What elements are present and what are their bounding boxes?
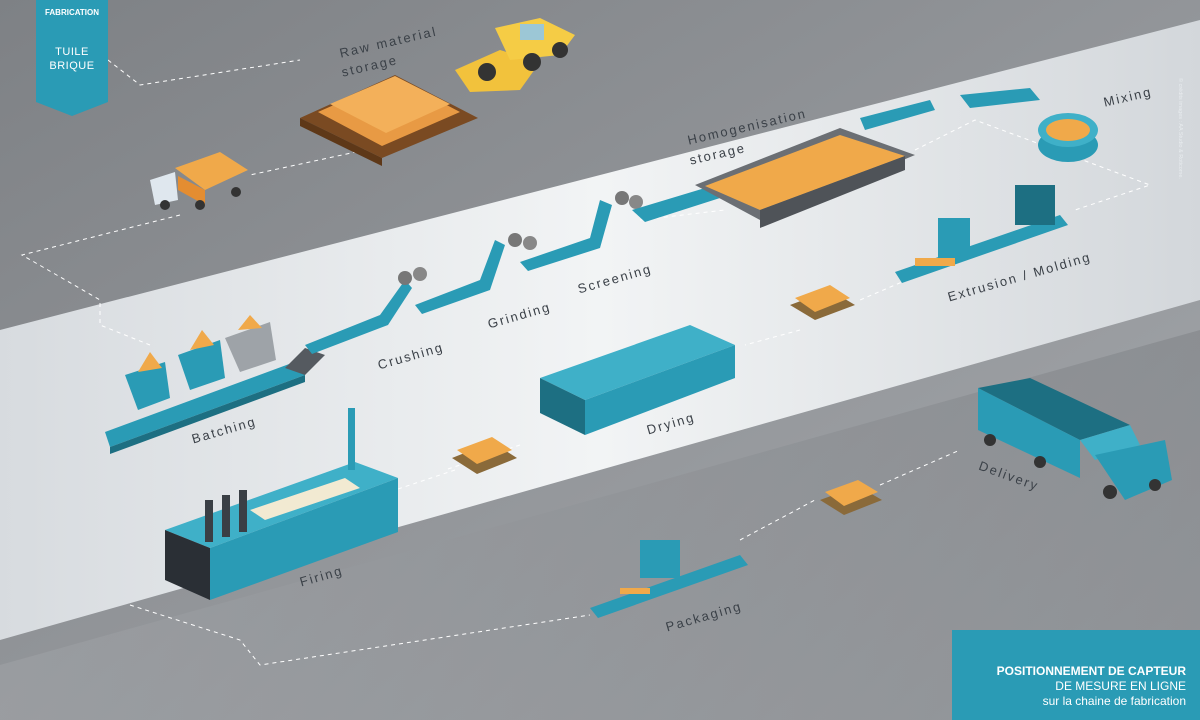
- dump-truck: [150, 152, 248, 210]
- grinding-conveyor: [415, 233, 537, 314]
- title-line-1: TUILE: [55, 46, 89, 58]
- packaging-station: [590, 540, 748, 618]
- flow-ribbon-to-storage: [107, 59, 301, 86]
- crushing-conveyor: [305, 267, 427, 354]
- batching-unit: [105, 315, 325, 454]
- raw-material-pile: [300, 75, 478, 166]
- flow-screening-to-homog: [639, 209, 726, 221]
- flow-firing-to-packaging: [129, 604, 591, 666]
- pallet-1: [790, 285, 855, 320]
- extrusion-press: [895, 185, 1068, 283]
- image-credits: © crédits images : AA Studio & Roticome.: [1177, 78, 1183, 179]
- wheel-loader: [455, 18, 575, 92]
- flow-pallet-to-drying: [744, 329, 801, 346]
- category-ribbon: FABRICATION TUILE BRIQUE: [36, 0, 108, 116]
- title-line-2: BRIQUE: [49, 60, 95, 72]
- firing-kiln: [165, 408, 398, 600]
- caption-panel: POSITIONNEMENT DE CAPTEUR DE MESURE EN L…: [952, 630, 1200, 720]
- caption-line-1: POSITIONNEMENT DE CAPTEUR: [996, 664, 1186, 678]
- flow-pallet-to-delivery: [879, 449, 961, 486]
- pallet-2: [452, 437, 517, 474]
- homogenisation-storage: [632, 100, 935, 228]
- flow-pallet-to-firing: [394, 469, 456, 491]
- caption-line-2: DE MESURE EN LIGNE: [1055, 679, 1186, 693]
- screening-conveyor: [520, 191, 643, 271]
- pallet-3: [820, 480, 882, 515]
- flow-storage-to-truck: [249, 149, 366, 176]
- flow-packaging-to-pallet: [739, 499, 816, 541]
- category-label: FABRICATION: [44, 8, 100, 17]
- lower-road: [0, 330, 1200, 720]
- flow-drying-to-pallet: [444, 444, 521, 471]
- caption-line-3: sur la chaine de fabrication: [1042, 694, 1186, 708]
- drying-tunnel: [540, 325, 735, 435]
- mixer: [960, 88, 1098, 162]
- delivery-truck: [978, 378, 1172, 500]
